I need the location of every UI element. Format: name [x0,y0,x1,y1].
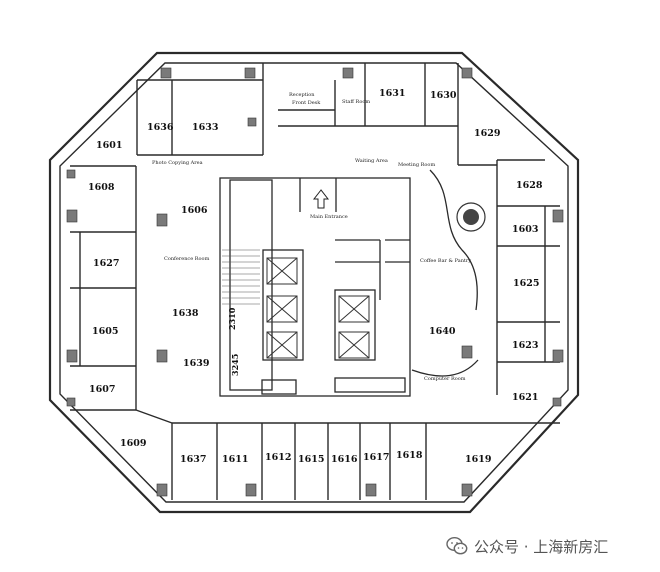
room-1623: 1623 [512,340,538,351]
room-1628: 1628 [516,180,543,191]
label-waiting-area: Waiting Area [355,158,388,164]
room-1638: 1638 [172,308,199,319]
room-1616: 1616 [331,454,358,465]
room-1636: 1636 [147,122,174,133]
structural-columns [66,67,564,497]
core [219,177,411,397]
label-conference-room: Conference Room [164,256,210,262]
round-column-inner [463,209,479,225]
watermark-text: 公众号 · 上海新房汇 [474,537,609,556]
stair-treads [222,249,260,305]
room-1621: 1621 [512,392,538,403]
room-1612: 1612 [265,452,291,463]
label-photo-copying: Photo Copying Area [152,160,203,166]
label-staff-room: Staff Room [342,99,370,105]
curved-wall [429,169,478,311]
outer-wall [48,51,580,514]
room-1629: 1629 [474,128,501,139]
room-1630: 1630 [430,90,457,101]
round-column [456,202,486,232]
elevators [266,257,370,359]
room-1605: 1605 [92,326,118,337]
room-1633: 1633 [192,122,218,133]
watermark: 公众号 · 上海新房汇 [446,532,646,560]
dimension-2310: 2310 [227,307,237,330]
label-meeting-room: Meeting Room [398,162,435,168]
room-1631: 1631 [379,88,405,99]
room-1606: 1606 [181,205,208,216]
room-1601: 1601 [96,140,122,151]
room-1619: 1619 [465,454,492,465]
inner-wall [59,62,569,503]
room-1617: 1617 [363,452,389,463]
label-reception: Reception [289,92,315,98]
wechat-icon [446,536,468,555]
label-computer-room: Computer Room [424,376,466,382]
label-front-desk: Front Desk [292,100,321,106]
room-1608: 1608 [88,182,115,193]
room-1625: 1625 [513,278,539,289]
room-1609: 1609 [120,438,147,449]
entrance-arrow-icon [312,189,330,209]
room-1637: 1637 [180,454,206,465]
label-coffee-bar: Coffee Bar & Pantry [420,258,471,264]
room-1639: 1639 [183,358,210,369]
curved-wall-lower [411,359,479,377]
partitions [70,63,560,500]
room-1615: 1615 [298,454,324,465]
dimension-3245: 3245 [230,354,240,376]
label-main-entrance: Main Entrance [310,214,348,220]
room-1611: 1611 [222,454,248,465]
room-1603: 1603 [512,224,538,235]
room-1607: 1607 [89,384,115,395]
room-1627: 1627 [93,258,119,269]
room-1640: 1640 [429,326,456,337]
room-1618: 1618 [396,450,423,461]
